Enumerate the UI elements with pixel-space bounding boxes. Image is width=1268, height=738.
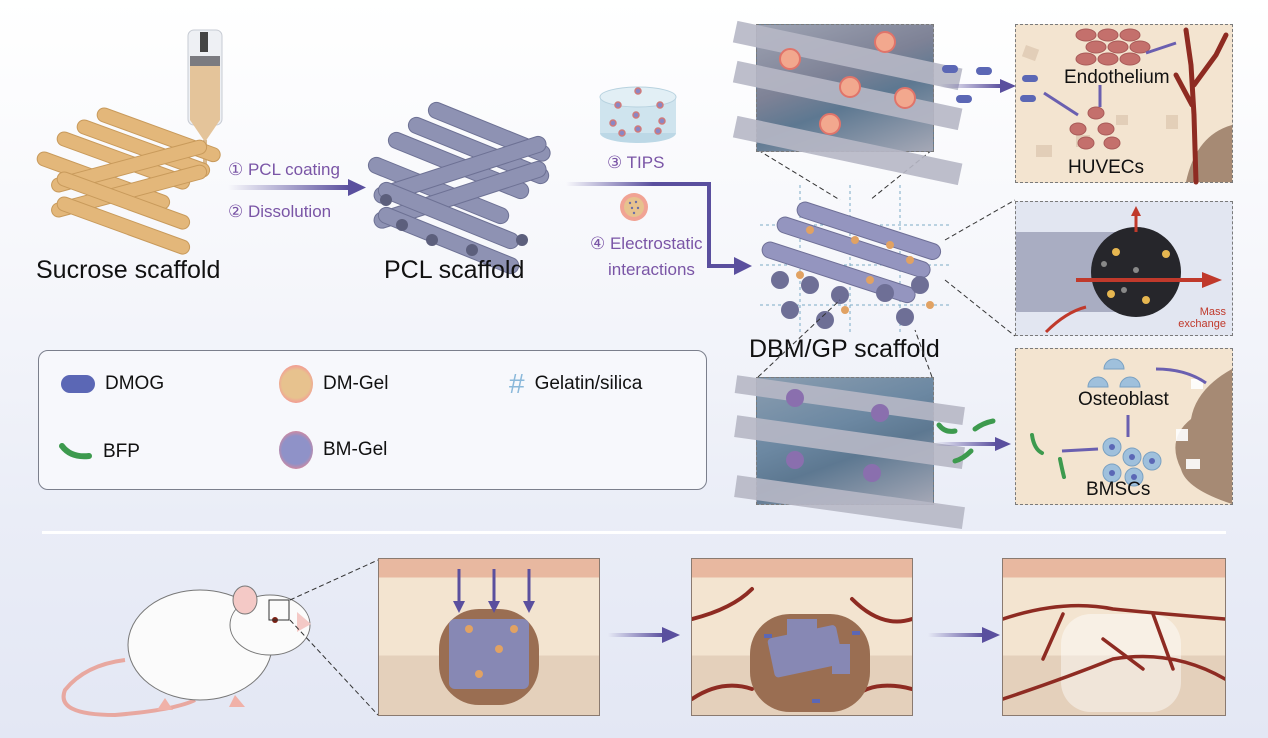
- legend-item-dm-gel: DM-Gel: [279, 365, 388, 403]
- legend-box: DMOG DM-Gel # Gelatin/silica BFP BM-Gel: [38, 350, 707, 490]
- tips-hydrogel-cylinder-icon: [599, 86, 677, 143]
- step-interactions: interactions: [608, 260, 695, 279]
- bfp-release-arrow: [935, 418, 1011, 464]
- legend-item-gelatin-silica: # Gelatin/silica: [509, 368, 643, 399]
- rat-illustration: [61, 585, 311, 718]
- dbm-gp-scaffold-illustration: [760, 185, 950, 335]
- pcl-scaffold-label: PCL scaffold: [384, 256, 525, 284]
- osteoblast-label: Osteoblast: [1078, 389, 1169, 410]
- sucrose-scaffold-illustration: [36, 29, 223, 255]
- endothelium-label: Endothelium: [1064, 67, 1170, 88]
- progress-arrow-1: [608, 627, 680, 643]
- progress-arrow-2: [928, 627, 1000, 643]
- huvecs-label: HUVECs: [1068, 157, 1145, 178]
- dbm-gp-scaffold-label: DBM/GP scaffold: [749, 335, 940, 363]
- mass-label: Mass: [1199, 306, 1226, 318]
- bfp-peptide-icon: [59, 443, 92, 460]
- bm-gel-sphere-icon: [279, 431, 313, 469]
- osteogenesis-panel: Osteoblast BMSCs: [1015, 348, 1233, 505]
- step-tips: ③ TIPS: [607, 153, 665, 172]
- regeneration-stage-panel: [1002, 558, 1226, 716]
- implant-stage-panel: [378, 558, 600, 716]
- legend-item-bfp: BFP: [59, 441, 140, 463]
- zoom-detail-dm-gel: [732, 20, 963, 186]
- exchange-label: exchange: [1178, 318, 1226, 330]
- syringe-icon: [187, 29, 223, 172]
- legend-item-bm-gel: BM-Gel: [279, 431, 387, 469]
- sucrose-scaffold-label: Sucrose scaffold: [36, 256, 221, 284]
- degradation-stage-panel: [691, 558, 913, 716]
- step-dissolution: ② Dissolution: [228, 202, 332, 221]
- dmog-capsule-icon: [61, 375, 95, 393]
- dmog-release-arrow: [940, 65, 1016, 103]
- step-pcl-coating: ① PCL coating: [228, 160, 340, 179]
- arrow-pcl-to-dbm: [566, 182, 752, 275]
- arrow-sucrose-to-pcl: [228, 179, 366, 196]
- step-electrostatic: ④ Electrostatic: [590, 234, 703, 253]
- angiogenesis-panel: Endothelium HUVECs: [1015, 24, 1233, 185]
- mass-exchange-panel: Mass exchange: [1015, 201, 1233, 336]
- bmscs-label: BMSCs: [1086, 479, 1151, 500]
- zoom-detail-bm-gel: [734, 375, 965, 530]
- dm-gel-sphere-icon: [279, 365, 313, 403]
- gelatin-mesh-icon: #: [509, 368, 525, 399]
- dm-gel-sphere-icon: [620, 193, 648, 221]
- section-divider: [42, 531, 1226, 534]
- pcl-scaffold-illustration: [367, 101, 551, 275]
- legend-item-dmog: DMOG: [61, 373, 164, 395]
